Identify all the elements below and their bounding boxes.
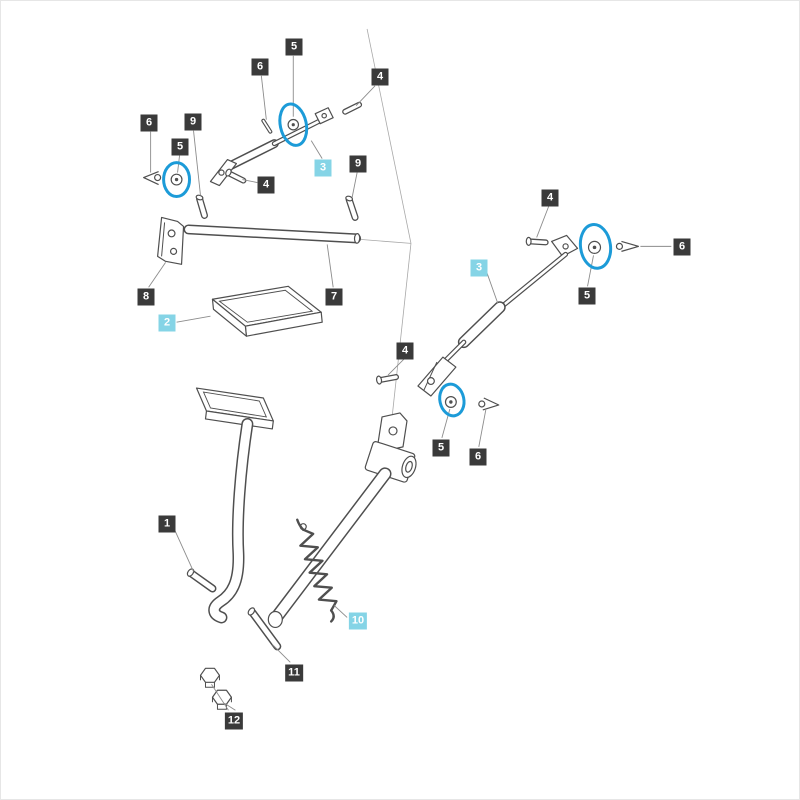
leader-line	[272, 644, 291, 663]
part-label-3[interactable]: 3	[470, 259, 488, 277]
leader-line	[310, 140, 323, 159]
part-label-6[interactable]: 6	[469, 448, 487, 466]
part-label-6[interactable]: 6	[140, 114, 158, 132]
highlight-ellipse	[162, 161, 192, 199]
part-pin-right	[345, 195, 359, 221]
part-lower-clevis-hardware	[375, 374, 500, 411]
annotation-layer	[148, 55, 672, 711]
part-label-3[interactable]: 3	[314, 159, 332, 177]
part-link-rod	[247, 607, 282, 651]
part-bracket	[157, 216, 185, 265]
part-label-4[interactable]: 4	[257, 176, 275, 194]
part-label-4[interactable]: 4	[541, 189, 559, 207]
leader-line	[193, 130, 201, 196]
part-label-12[interactable]: 12	[224, 712, 244, 730]
part-label-4[interactable]: 4	[396, 342, 414, 360]
highlight-ellipse	[578, 223, 613, 270]
part-label-5[interactable]: 5	[285, 38, 303, 56]
part-label-6[interactable]: 6	[251, 58, 269, 76]
part-pivot-boss	[364, 412, 417, 483]
leader-line	[333, 605, 348, 618]
highlight-ellipse	[278, 102, 309, 147]
part-label-2[interactable]: 2	[158, 314, 176, 332]
part-label-9[interactable]: 9	[349, 155, 367, 173]
leader-line	[387, 358, 405, 376]
leader-line	[242, 179, 258, 183]
leader-line	[587, 255, 594, 287]
part-label-10[interactable]: 10	[348, 612, 368, 630]
highlight-ellipse	[438, 382, 466, 418]
part-label-5[interactable]: 5	[171, 138, 189, 156]
part-label-6[interactable]: 6	[673, 238, 691, 256]
part-pedal-pad	[211, 285, 323, 337]
leader-line	[351, 172, 358, 198]
clevis-hole	[218, 169, 225, 176]
part-label-11[interactable]: 11	[285, 664, 303, 682]
leader-line	[148, 262, 166, 288]
part-return-spring	[296, 518, 338, 623]
construction-lines	[360, 28, 412, 427]
leader-line	[326, 244, 334, 288]
cotter-pin-ring	[154, 173, 162, 182]
part-label-1[interactable]: 1	[158, 515, 176, 533]
part-label-4[interactable]: 4	[371, 68, 389, 86]
leader-line	[176, 315, 211, 323]
leader-line	[260, 75, 267, 120]
leader-line	[478, 409, 487, 447]
part-right-link	[417, 234, 640, 397]
leader-line	[486, 272, 499, 304]
part-nuts	[199, 667, 233, 710]
part-label-5[interactable]: 5	[578, 287, 596, 305]
part-pedal-lever	[186, 387, 274, 624]
leader-line	[174, 529, 194, 572]
leader-line	[355, 85, 376, 107]
part-label-7[interactable]: 7	[325, 288, 343, 306]
part-label-8[interactable]: 8	[137, 288, 155, 306]
part-pedal-arm	[267, 467, 392, 629]
leader-line	[224, 702, 236, 711]
leader-line	[211, 684, 229, 711]
part-left-pivot-hardware	[143, 168, 247, 219]
part-label-9[interactable]: 9	[184, 113, 202, 131]
part-cross-rod	[183, 224, 362, 244]
part-label-5[interactable]: 5	[432, 439, 450, 457]
leader-line	[536, 206, 550, 238]
part-upper-link	[209, 101, 363, 187]
